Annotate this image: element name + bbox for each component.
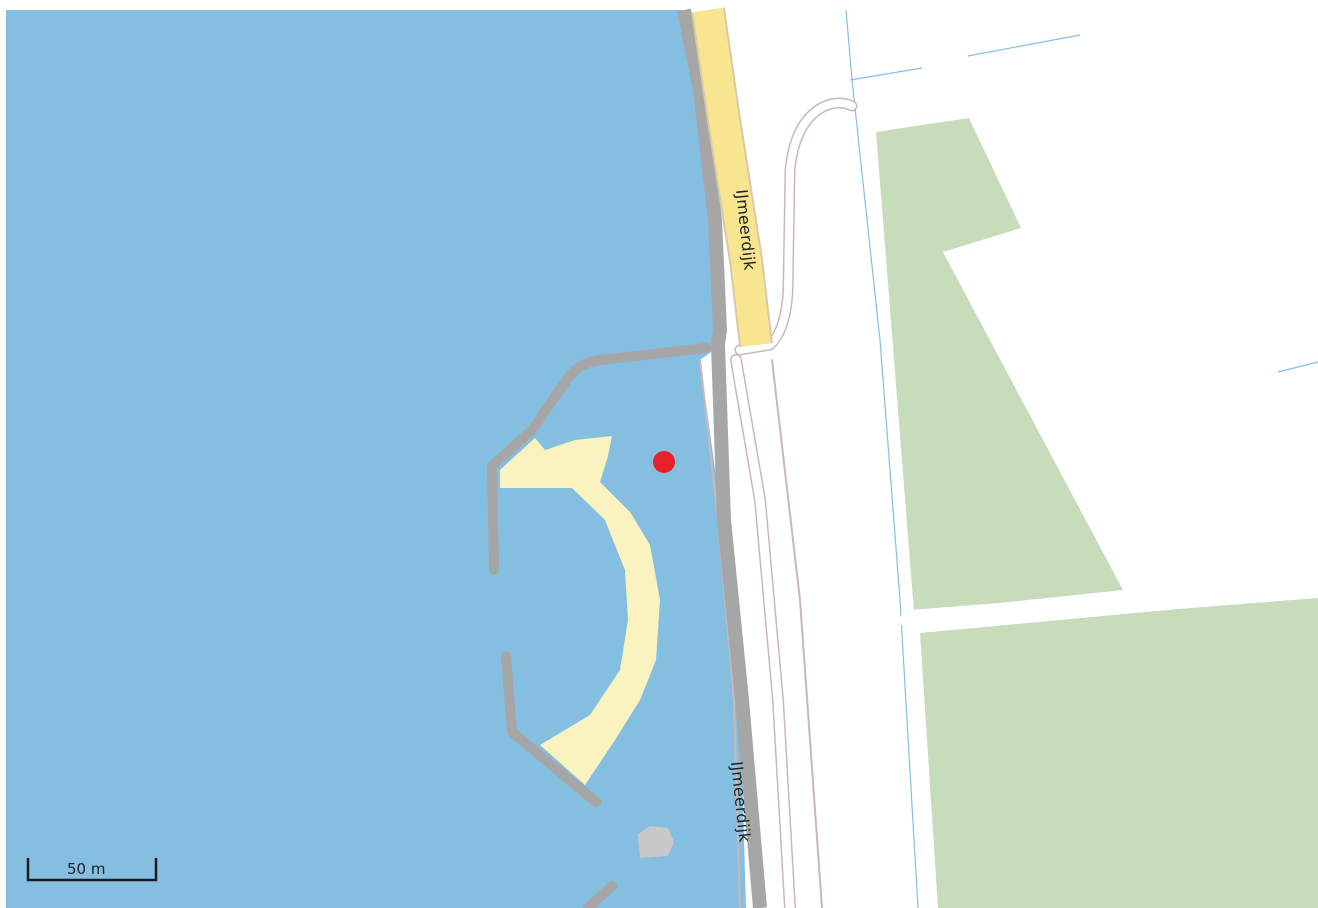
- dike-path: [677, 8, 767, 908]
- park-area-north: [876, 118, 1123, 612]
- location-marker[interactable]: [653, 451, 675, 473]
- beach-area: [500, 436, 660, 785]
- waterway-lines: [845, 9, 1318, 908]
- scale-bar-label: 50 m: [67, 860, 105, 878]
- primary-road-fill: [693, 7, 771, 347]
- park-area-south: [920, 596, 1318, 908]
- water-area: [6, 10, 746, 908]
- scale-bar: 50 m: [26, 858, 158, 882]
- building: [638, 826, 674, 858]
- breakwater-path: [487, 343, 711, 908]
